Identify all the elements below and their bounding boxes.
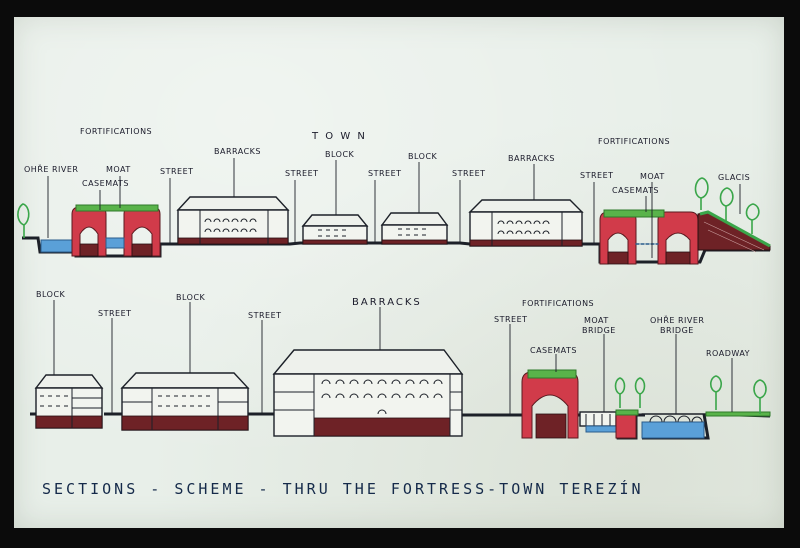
label-moat-bridge-line1: MOAT (584, 316, 609, 325)
label-casemats-bottom: CASEMATS (530, 346, 577, 355)
label-block-1-top: BLOCK (325, 150, 355, 159)
label-casemats-left: CASEMATS (82, 179, 129, 188)
ohre-river-bridge (641, 411, 771, 439)
label-street-2-top: STREET (285, 169, 319, 178)
label-barracks-right: BARRACKS (508, 154, 555, 163)
casemats-right (599, 209, 699, 265)
trees-bottom (614, 375, 767, 414)
drawing-title: SECTIONS - SCHEME - THRU THE FORTRESS-TO… (42, 479, 644, 498)
label-roadway: ROADWAY (706, 349, 750, 358)
tree-left-top (17, 203, 30, 238)
label-casemats-right: CASEMATS (612, 186, 659, 195)
block-2-bottom-building (120, 372, 250, 431)
label-block-1-bottom: BLOCK (36, 290, 66, 299)
label-ohre-river-top: OHŘE RIVER (24, 164, 78, 174)
trees-right-top (694, 177, 760, 234)
label-street-3-top: STREET (368, 169, 402, 178)
block-1-building (301, 214, 369, 245)
casemats-left (71, 204, 161, 257)
label-street-1-bottom: STREET (98, 309, 132, 318)
barracks-bottom-building (272, 349, 464, 437)
label-fortifications-left: FORTIFICATIONS (80, 127, 152, 136)
label-ohre-bridge-line1: OHŘE RIVER (650, 315, 704, 325)
label-street-4-top: STREET (452, 169, 486, 178)
bottom-section: BLOCK STREET BLOCK STREET BARRACKS STREE… (30, 290, 771, 440)
label-glacis: GLACIS (718, 173, 750, 182)
casemat-bottom (521, 369, 579, 439)
glacis-slope (697, 210, 771, 253)
label-fortifications-right: FORTIFICATIONS (598, 137, 670, 146)
label-street-1-top: STREET (160, 167, 194, 176)
label-street-5-top: STREET (580, 171, 614, 180)
label-street-2-bottom: STREET (248, 311, 282, 320)
label-town: T O W N (311, 131, 367, 142)
block-2-building (380, 212, 449, 245)
label-moat-bridge-line2: BRIDGE (582, 326, 616, 335)
label-barracks-left: BARRACKS (214, 147, 261, 156)
barracks-right-building (468, 199, 584, 247)
label-moat-left: MOAT (106, 165, 131, 174)
label-moat-right: MOAT (640, 172, 665, 181)
barracks-left-building (176, 196, 290, 245)
top-section: FORTIFICATIONS OHŘE RIVER MOAT CASEMATS … (17, 127, 771, 265)
label-block-2-top: BLOCK (408, 152, 438, 161)
ohre-river-water (40, 239, 74, 253)
label-street-3-bottom: STREET (494, 315, 528, 324)
label-ohre-bridge-line2: BRIDGE (660, 326, 694, 335)
moat-bridge (579, 409, 639, 439)
block-1-bottom-building (34, 374, 104, 429)
label-barracks-bottom: BARRACKS (352, 297, 422, 308)
label-block-2-bottom: BLOCK (176, 293, 206, 302)
paper-sheet (14, 17, 784, 528)
label-fortifications-bottom: FORTIFICATIONS (522, 299, 594, 308)
